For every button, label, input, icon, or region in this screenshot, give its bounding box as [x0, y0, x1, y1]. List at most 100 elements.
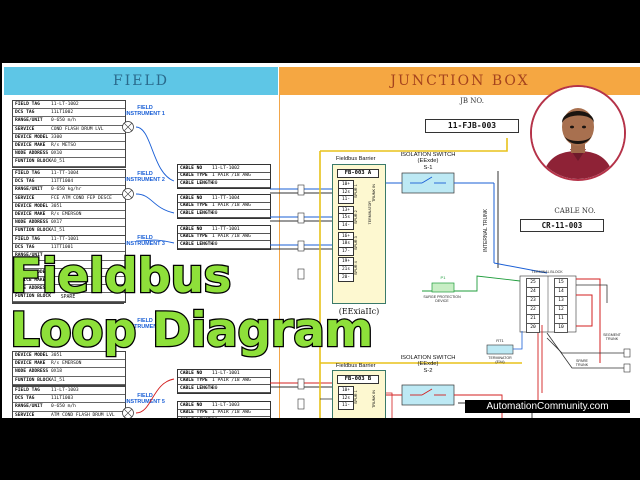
segment-trunk-line — [546, 337, 627, 354]
table-row: DEVICE MODEL — [13, 269, 125, 277]
row-value: R/s METSO — [51, 143, 76, 149]
terminal-number: 10 — [554, 323, 568, 333]
row-value: AI_51 — [51, 228, 65, 234]
video-title: Fieldbus Loop Diagram — [9, 248, 375, 359]
wire-instrument-3 — [135, 239, 175, 244]
row-value: AI_51 — [51, 377, 65, 383]
row-key: RANGE/UNIT — [15, 404, 43, 410]
row-key: DEVICE MAKE — [15, 212, 46, 218]
barrier-spur-label: SPUR 1 — [354, 184, 358, 198]
row-key: CABLE NO — [180, 165, 203, 171]
row-key: CABLE NO — [180, 370, 203, 376]
table-row: CABLE LENGTH40 — [178, 417, 270, 419]
row-key: NODE ADDRESS — [15, 151, 49, 157]
row-key: FIELD TAG — [15, 102, 40, 108]
barrier-a-tag: FB-003 A — [337, 169, 379, 178]
row-value: 0X10 — [51, 151, 63, 157]
row-value: 1 PAIR /18 AWG — [212, 203, 251, 209]
row-key: CABLE TYPE — [180, 378, 208, 384]
barrier-a-terminator-label: TERMINATOR — [368, 201, 372, 225]
row-key: FUNTION BLOCK — [15, 228, 51, 234]
row-value: 11-LT-1003 — [212, 402, 240, 408]
row-key: CABLE NO — [180, 195, 203, 201]
row-key: SERVICE — [15, 261, 35, 267]
table-row: CABLE NO 11-TT-1004 — [178, 195, 270, 203]
row-key: CABLE TYPE — [180, 203, 208, 209]
terminal-number: 20 — [526, 323, 540, 333]
isolation-switch-s1-label: ISOLATION SWITCH(EExde)S-1 — [400, 152, 456, 171]
row-value: 0X18 — [51, 369, 63, 375]
row-value: 30 — [212, 241, 218, 247]
row-value: 30 — [212, 385, 218, 391]
row-value: 11-LT-1003 — [51, 388, 79, 394]
row-value: ATM COND FLASH DRUM LVL — [51, 412, 115, 418]
row-key: DCS TAG — [15, 396, 35, 402]
row-key: CABLE TYPE — [180, 410, 208, 416]
field-instrument-1-symbol — [122, 121, 134, 133]
row-value: 30 — [212, 180, 218, 186]
row-key: CABLE NO — [180, 402, 203, 408]
row-key: FUNTION BLOCK — [15, 377, 51, 383]
row-value: 0-650 m/h — [51, 118, 76, 124]
row-value: R/s EMERSON — [51, 212, 82, 218]
row-value: 1 PAIR /18 AWG — [212, 378, 251, 384]
table-row: DEVICE MAKE — [13, 277, 125, 286]
field-header: FIELD — [4, 67, 278, 95]
row-value: 11-TT-1004 — [212, 195, 240, 201]
internal-trunk-label: INTERNAL TRUNK — [483, 208, 489, 252]
row-value: 11-LT-1001 — [212, 370, 240, 376]
table-row: DEVICE MAKE R/s EMERSON — [13, 211, 125, 220]
terminator-rt1 — [486, 344, 514, 355]
barrier-a-title: Fieldbus Barrier — [336, 156, 376, 162]
row-key: CABLE LENGTH — [180, 210, 214, 216]
barrier-a-rating: (EExiaIIc) — [338, 307, 380, 316]
barrier-terminal: 14- — [338, 221, 354, 230]
jb-no-value: 11-FJB-003 — [425, 119, 519, 133]
row-key: CABLE LENGTH — [180, 180, 214, 186]
row-value: 0-650 kg/hr — [51, 187, 82, 193]
terminator-ext-tag: RT1 — [496, 338, 504, 343]
row-value: R/s EMERSON — [51, 361, 82, 367]
isolation-switch-s2 — [401, 384, 455, 406]
row-value: 11-TT-1001 — [212, 226, 240, 232]
section-divider — [279, 67, 280, 418]
row-key: CABLE TYPE — [180, 234, 208, 240]
row-value: COND FLASH DRUM LVL — [51, 126, 104, 132]
barrier-terminal: 17- — [338, 246, 354, 256]
red-segment-loop — [576, 278, 601, 363]
row-key: DCS TAG — [15, 245, 35, 251]
terminator-ext-label: TERMINATOR(EXd) — [488, 356, 512, 365]
